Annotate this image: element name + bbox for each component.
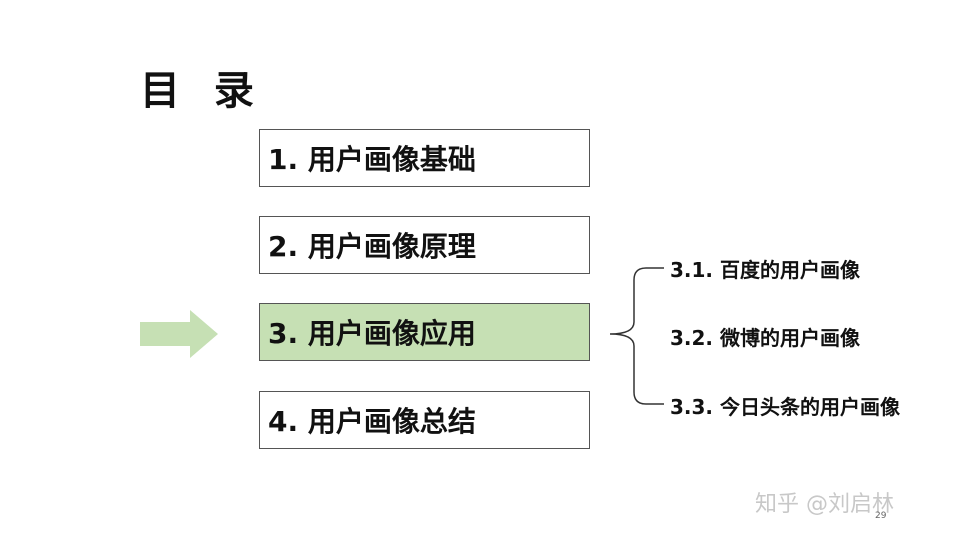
toc-item-2: 2. 用户画像原理 bbox=[259, 216, 590, 274]
toc-item-1: 1. 用户画像基础 bbox=[259, 129, 590, 187]
watermark: 知乎 @刘启林 bbox=[755, 492, 894, 517]
subitem-3-1: 3.1. 百度的用户画像 bbox=[670, 258, 860, 282]
subitem-3-2: 3.2. 微博的用户画像 bbox=[670, 326, 860, 350]
subitem-3-3: 3.3. 今日头条的用户画像 bbox=[670, 395, 900, 419]
right-arrow-icon bbox=[140, 310, 218, 358]
left-brace-icon bbox=[609, 267, 664, 405]
page-number: 29 bbox=[875, 511, 887, 521]
toc-item-4: 4. 用户画像总结 bbox=[259, 391, 590, 449]
toc-item-3-active: 3. 用户画像应用 bbox=[259, 303, 590, 361]
page-title: 目 录 bbox=[140, 68, 264, 114]
